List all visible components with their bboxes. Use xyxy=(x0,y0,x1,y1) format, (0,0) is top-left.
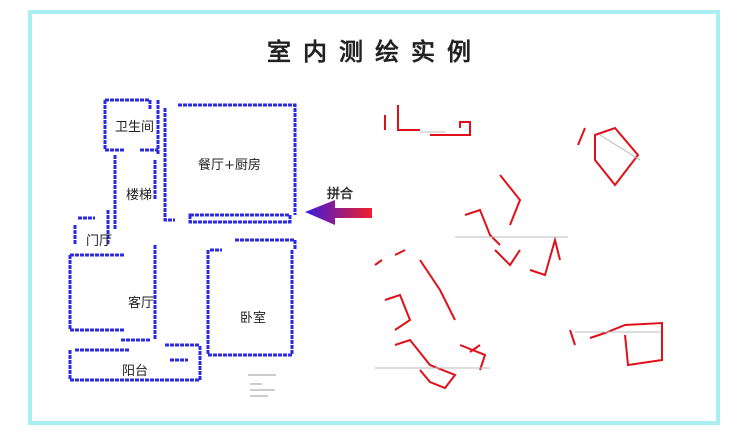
scale-legend xyxy=(248,374,276,397)
merged-floor-plan xyxy=(68,98,297,382)
room-label-entrance: 门厅 xyxy=(86,234,113,249)
room-label-stairs: 楼梯 xyxy=(126,188,153,203)
room-label-balcony: 阳台 xyxy=(122,364,149,379)
page-title: 室内测绘实例 xyxy=(267,38,483,66)
room-label-living: 客厅 xyxy=(128,296,155,311)
room-label-bedroom: 卧室 xyxy=(240,311,267,326)
room-label-dining-kitchen: 餐厅+厨房 xyxy=(198,158,261,173)
room-label-bathroom: 卫生间 xyxy=(115,120,155,135)
raw-scan-fragments xyxy=(374,105,663,390)
frame-border xyxy=(28,10,720,425)
merge-label: 拼合 xyxy=(327,187,354,202)
merge-arrow-icon xyxy=(305,200,372,225)
